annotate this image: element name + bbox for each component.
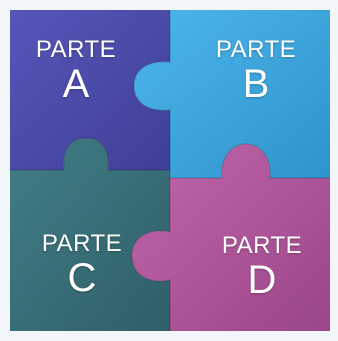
puzzle-graphic [0,0,338,341]
puzzle-diagram: PARTE A PARTE B PARTE C PARTE D [0,0,338,341]
